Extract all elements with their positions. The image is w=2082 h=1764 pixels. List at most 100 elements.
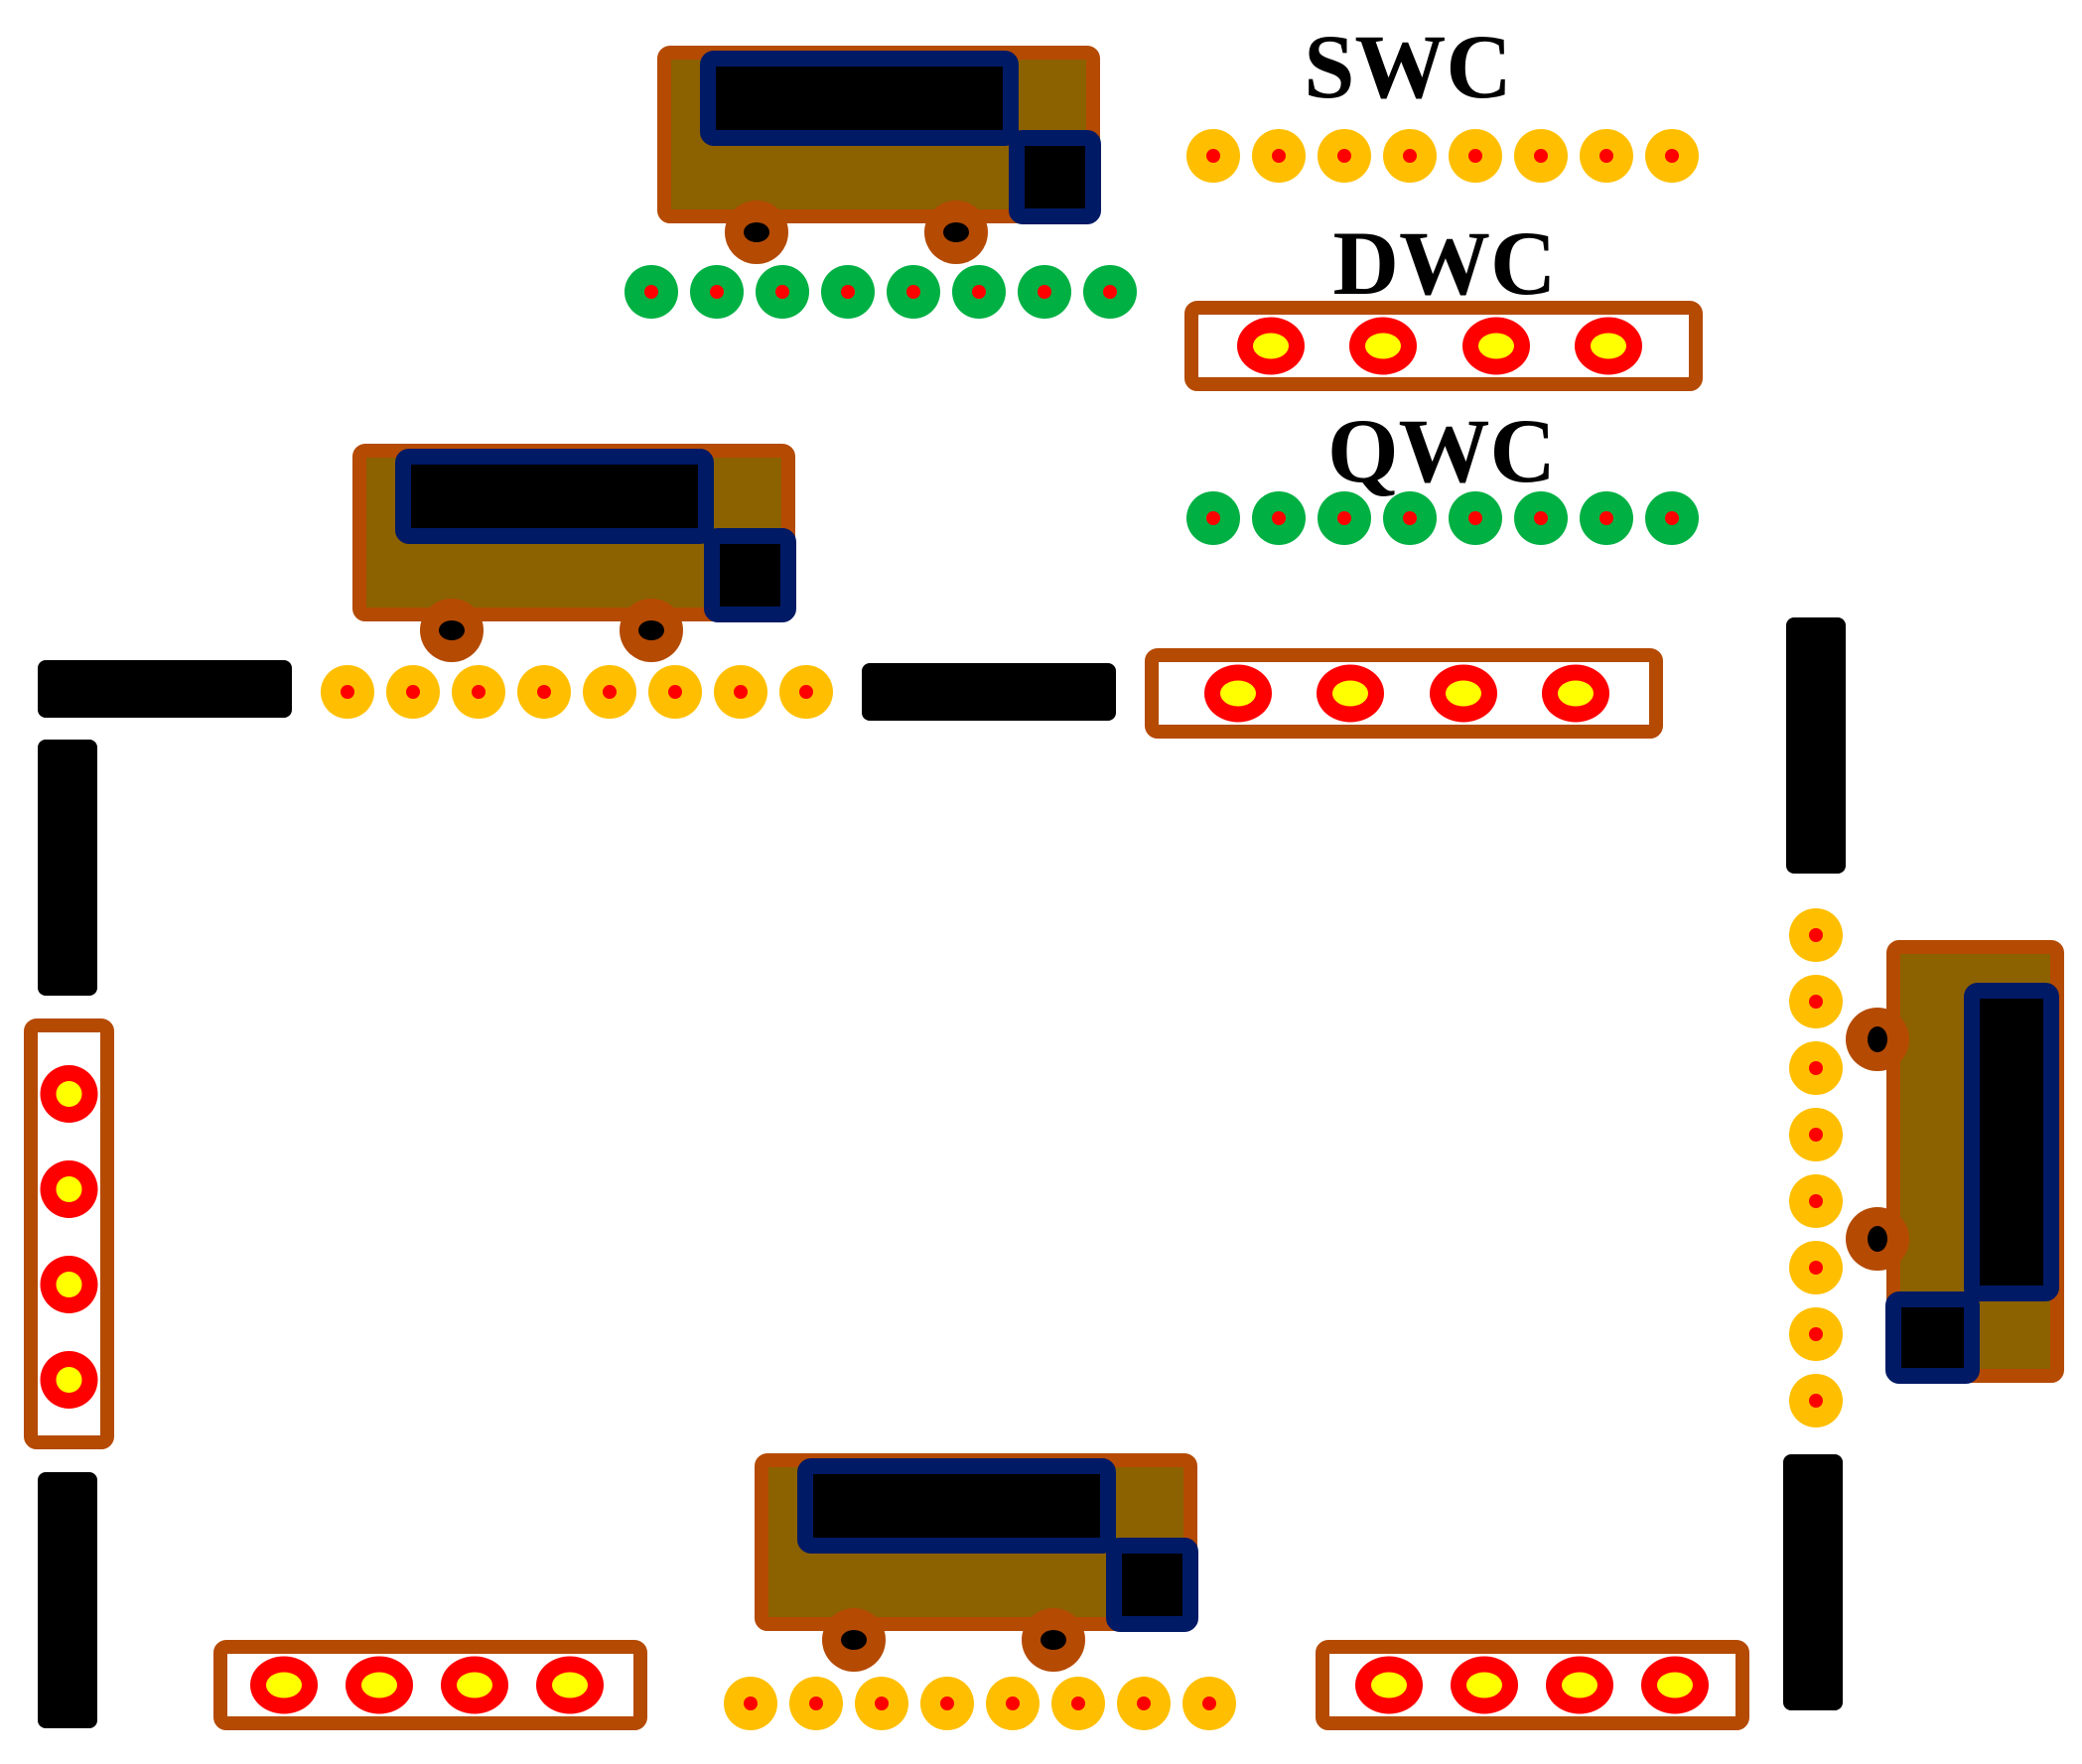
element-core [1202,1696,1216,1710]
qwc-element-icon [821,265,875,319]
dwc-element-icon [441,1656,508,1714]
truck-cab [1106,1538,1198,1632]
dwc-element-icon [536,1656,604,1714]
element-core [1403,149,1417,163]
dwc-center [1332,680,1368,707]
dwc-element-icon [1451,1656,1518,1714]
truck-icon [657,46,1101,264]
swc-element-icon [452,665,505,719]
dwc-center [56,1176,82,1202]
element-core [1809,1327,1823,1341]
dwc-element-icon [1237,317,1305,375]
swc-element-icon [1789,1241,1843,1294]
swc-row-right-vertical [1789,908,1843,1427]
dwc-center [361,1672,397,1698]
element-core [940,1696,954,1710]
element-core [1006,1696,1020,1710]
element-core [1534,511,1548,525]
element-core [1665,149,1679,163]
element-core [1272,511,1286,525]
truck-wheel-hub [1041,1630,1066,1650]
walls [38,617,1846,1728]
swc-element-icon [517,665,571,719]
element-core [603,685,617,699]
dwc-center [1657,1672,1693,1698]
dwc-element-icon [1641,1656,1709,1714]
dwc-row-top-right [1145,648,1663,739]
swc-element-icon [1789,908,1843,962]
element-core [644,285,658,299]
swc-element-icon [1789,1174,1843,1228]
swc-element-icon [1186,129,1240,183]
dwc-element-icon [250,1656,318,1714]
truck-cab [704,528,796,622]
element-core [1809,1194,1823,1208]
dwc-element-icon [1317,664,1384,723]
dwc-center [56,1081,82,1107]
element-core [1809,1261,1823,1275]
dwc-frame [213,1640,647,1730]
swc-element-icon [386,665,440,719]
dwc-center [1466,1672,1502,1698]
qwc-element-icon [1083,265,1137,319]
element-core [875,1696,889,1710]
qwc-element-icon [625,265,678,319]
element-core [537,685,551,699]
element-core [1403,511,1417,525]
dwc-center [1558,680,1594,707]
swc-element-icon [1789,1041,1843,1095]
element-core [1809,995,1823,1009]
swc-element-icon [1789,1374,1843,1427]
element-core [472,685,486,699]
dwc-center [1562,1672,1597,1698]
dwc-center [1253,333,1289,359]
dwc-element-icon [1542,664,1609,723]
element-core [1665,511,1679,525]
truck-cargo [1964,983,2059,1301]
swc-element-icon [648,665,702,719]
swc-element-icon [583,665,636,719]
element-core [1206,511,1220,525]
dwc-element-icon [346,1656,413,1714]
swc-element-icon [321,665,374,719]
element-core [1071,1696,1085,1710]
swc-element-icon [986,1677,1040,1730]
swc-element-icon [1117,1677,1171,1730]
qwc-element-icon [1383,491,1437,545]
swc-element-icon [1318,129,1371,183]
dwc-center [1446,680,1481,707]
truck-wheel-hub [943,222,969,242]
truck-cargo [395,449,714,544]
dwc-element-icon [1546,1656,1613,1714]
element-core [744,1696,758,1710]
dwc-center [1220,680,1256,707]
element-core [406,685,420,699]
dwc-center [552,1672,588,1698]
qwc-element-icon [756,265,809,319]
element-core [1599,149,1613,163]
qwc-element-icon [952,265,1006,319]
dwc-center [1591,333,1626,359]
swc-element-icon [1789,1108,1843,1161]
truck-wheel-hub [1868,1026,1887,1052]
element-core [972,285,986,299]
element-core [1534,149,1548,163]
element-core [1468,511,1482,525]
dwc-element-icon [40,1256,98,1313]
truck-wheel-hub [1868,1226,1887,1252]
swc-element-icon [1789,1307,1843,1361]
dwc-element-icon [1575,317,1642,375]
element-core [710,285,724,299]
swc-element-icon [1051,1677,1105,1730]
swc-element-icon [1182,1677,1236,1730]
dwc-frame [24,1018,114,1449]
swc-element-icon [1449,129,1502,183]
dwc-frame [1184,301,1703,391]
truck-cab [1885,1291,1980,1384]
truck-wheel-hub [439,620,465,640]
element-core [1337,149,1351,163]
legend-swc-row [1186,129,1699,183]
truck-wheel-hub [744,222,769,242]
truck-wheel-hub [638,620,664,640]
